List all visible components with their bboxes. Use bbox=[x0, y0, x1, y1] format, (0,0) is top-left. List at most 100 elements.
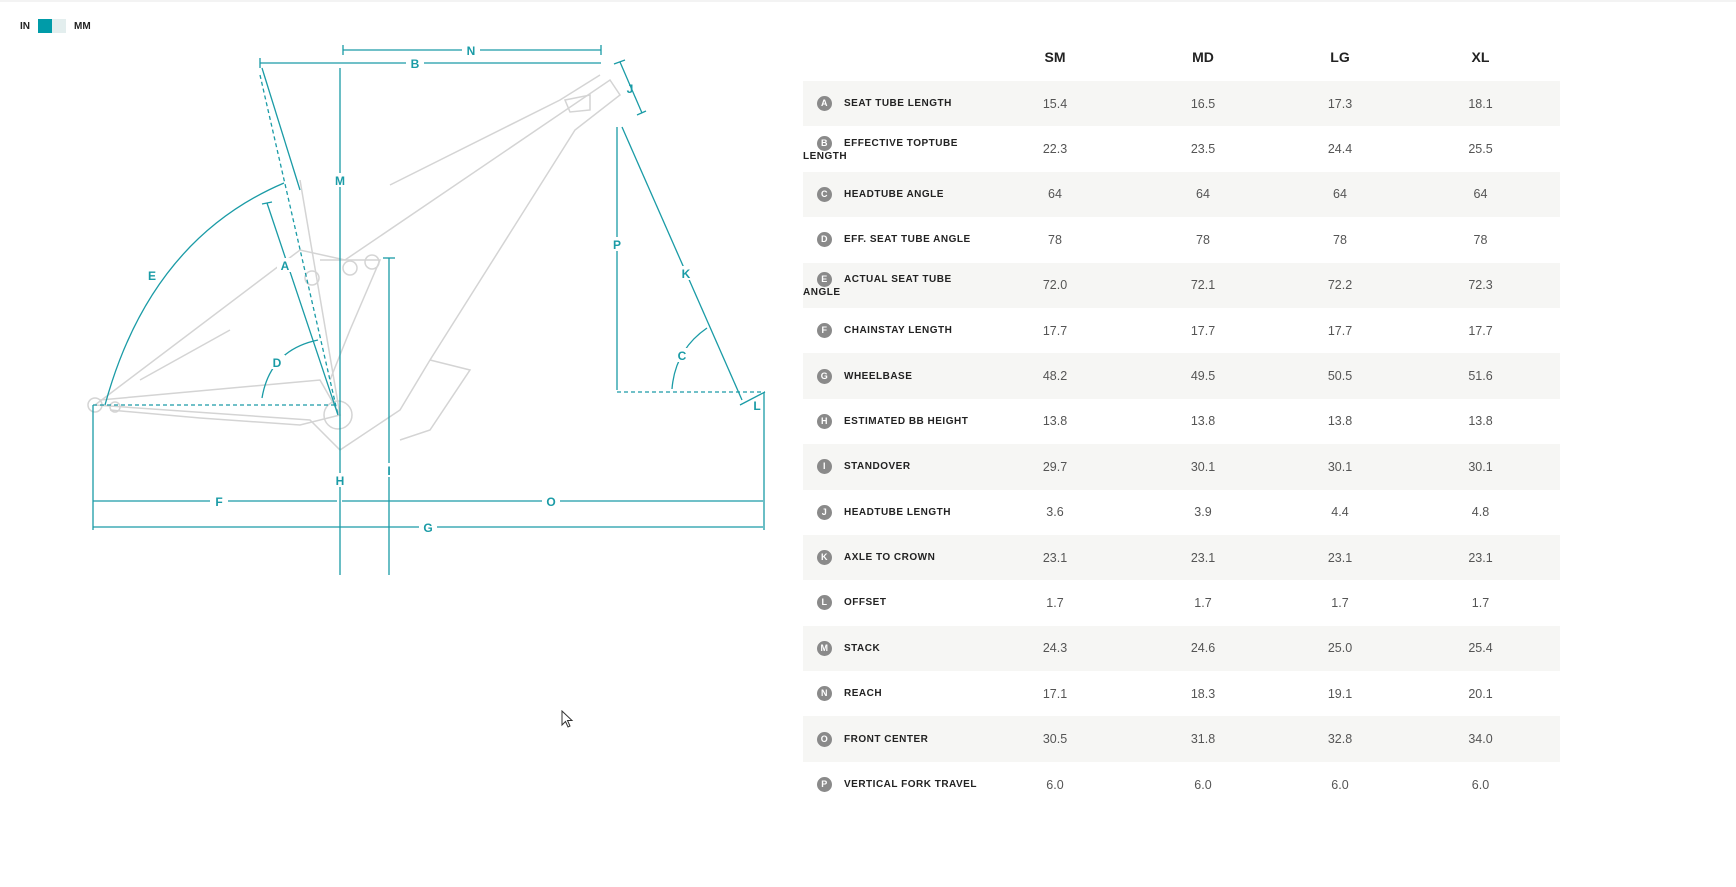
value-cell: 13.8 bbox=[1468, 414, 1493, 429]
unit-switch-mm[interactable] bbox=[52, 19, 66, 33]
value-cell: 72.1 bbox=[1127, 262, 1279, 308]
col-sm: SM bbox=[1044, 49, 1066, 65]
bike-frame-sketch bbox=[87, 74, 622, 451]
value-cell: 6.0 bbox=[1194, 777, 1212, 792]
value-cell: 13.8 bbox=[1327, 414, 1353, 429]
dim-label-m: M bbox=[335, 174, 345, 188]
value-cell: 29.7 bbox=[983, 444, 1127, 490]
mouse-cursor-icon bbox=[561, 710, 574, 728]
row-label: AXLE TO CROWN bbox=[844, 552, 936, 564]
value-cell: 32.8 bbox=[1279, 716, 1401, 762]
value-cell: 19.1 bbox=[1327, 686, 1353, 701]
row-label: STANDOVER bbox=[844, 461, 911, 473]
value-cell: 64 bbox=[1401, 171, 1560, 218]
row-name-cell: C HEADTUBE ANGLE bbox=[803, 171, 983, 218]
value-cell: 30.5 bbox=[983, 716, 1127, 762]
dimension-labels: N B M J A E D P K C L H I F O G bbox=[144, 43, 761, 535]
row-name-cell: K AXLE TO CROWN bbox=[803, 534, 983, 581]
value-cell: 78 bbox=[1333, 232, 1347, 247]
unit-switch[interactable] bbox=[38, 19, 66, 33]
value-cell: 1.7 bbox=[1046, 595, 1064, 610]
row-label: REACH bbox=[844, 688, 883, 700]
value-cell: 72.3 bbox=[1401, 262, 1560, 308]
value-cell: 13.8 bbox=[1042, 414, 1068, 429]
value-cell: 17.3 bbox=[1279, 81, 1401, 127]
unit-toggle[interactable]: IN MM bbox=[20, 19, 91, 33]
row-letter-badge: C bbox=[817, 186, 832, 202]
value-cell: 20.1 bbox=[1468, 686, 1493, 701]
row-label: VERTICAL FORK TRAVEL bbox=[844, 779, 977, 791]
dim-label-k: K bbox=[682, 267, 691, 281]
value-cell: 17.7 bbox=[1190, 323, 1216, 338]
row-letter-badge: N bbox=[817, 686, 832, 702]
row-label: OFFSET bbox=[844, 597, 887, 609]
dim-label-l: L bbox=[753, 399, 760, 413]
row-name-cell: D EFF. SEAT TUBE ANGLE bbox=[803, 217, 983, 262]
row-letter-badge: D bbox=[817, 232, 832, 248]
row-letter-badge: G bbox=[817, 368, 832, 384]
row-letter-badge: L bbox=[817, 595, 832, 611]
row-letter-badge: M bbox=[817, 640, 832, 656]
row-letter-badge: F bbox=[817, 323, 832, 339]
value-cell: 17.7 bbox=[1042, 323, 1068, 338]
row-name-cell: L OFFSET bbox=[803, 580, 983, 625]
col-lg: LG bbox=[1330, 49, 1350, 65]
row-label: EFFECTIVE TOPTUBE LENGTH bbox=[803, 138, 958, 163]
value-cell: 24.3 bbox=[983, 625, 1127, 672]
value-cell: 16.5 bbox=[1127, 81, 1279, 127]
value-cell: 13.8 bbox=[1190, 414, 1216, 429]
value-cell: 15.4 bbox=[983, 81, 1127, 127]
dim-label-n: N bbox=[467, 44, 476, 58]
dim-label-b: B bbox=[411, 57, 420, 71]
row-letter-badge: O bbox=[817, 731, 832, 747]
unit-mm-label[interactable]: MM bbox=[74, 20, 91, 32]
value-cell: 4.4 bbox=[1331, 505, 1349, 520]
dimension-lines bbox=[92, 45, 766, 575]
dim-label-p: P bbox=[613, 238, 621, 252]
value-cell: 25.5 bbox=[1468, 142, 1493, 157]
dim-label-e: E bbox=[148, 269, 156, 283]
value-cell: 78 bbox=[1473, 232, 1488, 247]
row-name-cell: N REACH bbox=[803, 671, 983, 716]
dim-label-f: F bbox=[215, 495, 222, 509]
value-cell: 1.7 bbox=[1194, 595, 1212, 610]
value-cell: 1.7 bbox=[1471, 595, 1490, 610]
row-letter-badge: H bbox=[817, 413, 832, 429]
col-md: MD bbox=[1192, 49, 1214, 65]
value-cell: 30.1 bbox=[1127, 444, 1279, 490]
value-cell: 64 bbox=[1279, 171, 1401, 218]
dim-label-h: H bbox=[336, 474, 345, 488]
value-cell: 31.8 bbox=[1127, 716, 1279, 762]
row-letter-badge: J bbox=[817, 504, 832, 520]
unit-switch-in[interactable] bbox=[38, 19, 52, 33]
top-divider bbox=[0, 0, 1736, 2]
value-cell: 17.7 bbox=[1468, 323, 1493, 338]
value-cell: 23.1 bbox=[1127, 534, 1279, 581]
value-cell: 17.7 bbox=[1327, 323, 1353, 338]
row-label: EFF. SEAT TUBE ANGLE bbox=[844, 234, 971, 246]
value-cell: 4.8 bbox=[1471, 505, 1490, 520]
value-cell: 6.0 bbox=[1046, 777, 1064, 792]
dim-label-c: C bbox=[678, 349, 687, 363]
row-label: HEADTUBE ANGLE bbox=[844, 189, 944, 201]
row-label: FRONT CENTER bbox=[844, 733, 929, 745]
row-letter-badge: P bbox=[817, 777, 832, 793]
value-cell: 22.3 bbox=[1042, 142, 1068, 157]
unit-in-label[interactable]: IN bbox=[20, 20, 30, 32]
row-letter-badge: K bbox=[817, 550, 832, 566]
value-cell: 23.1 bbox=[983, 534, 1127, 581]
